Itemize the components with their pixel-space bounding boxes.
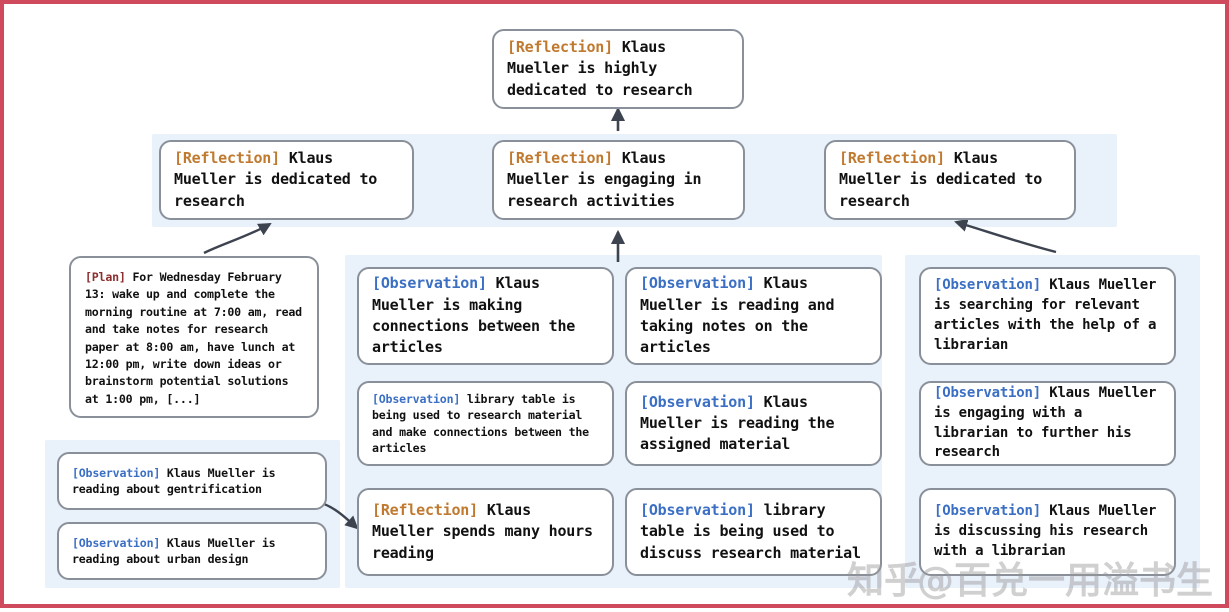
tag-observation: [Observation]	[934, 503, 1041, 520]
tag-reflection: [Reflection]	[372, 501, 478, 520]
node-text: Klaus Mueller is discussing his research…	[934, 503, 1157, 559]
watermark-handle: @百兑一用溢书生	[917, 559, 1213, 602]
node-column-a-2[interactable]: [Observation] library table is being use…	[357, 381, 614, 466]
node-top-reflection[interactable]: [Reflection] Klaus Mueller is highly ded…	[492, 29, 744, 109]
node-text: Klaus Mueller is searching for relevant …	[934, 277, 1157, 353]
node-text: Klaus Mueller is engaging with a librari…	[934, 384, 1157, 461]
tag-observation: [Observation]	[72, 535, 161, 550]
node-text: Klaus Mueller is dedicated to research	[839, 149, 1043, 210]
node-column-c-3[interactable]: [Observation] Klaus Mueller is discussin…	[919, 488, 1176, 576]
node-left-observation-1[interactable]: [Observation] Klaus Mueller is reading a…	[57, 452, 327, 510]
node-text: Klaus Mueller is engaging in research ac…	[507, 149, 702, 210]
node-column-c-2[interactable]: [Observation] Klaus Mueller is engaging …	[919, 381, 1176, 466]
node-text: For Wednesday February 13: wake up and c…	[85, 270, 302, 406]
node-column-a-1[interactable]: [Observation] Klaus Mueller is making co…	[357, 267, 614, 365]
tag-observation: [Observation]	[372, 274, 487, 293]
node-plan[interactable]: [Plan] For Wednesday February 13: wake u…	[69, 256, 319, 418]
node-text: Klaus Mueller is reading and taking note…	[640, 274, 835, 357]
tag-observation: [Observation]	[934, 277, 1041, 294]
tag-reflection: [Reflection]	[174, 149, 280, 168]
node-text: Klaus Mueller spends many hours reading	[372, 501, 593, 562]
arrow-plan-to-reflection-left	[203, 222, 272, 255]
node-text: Klaus Mueller is highly dedicated to res…	[507, 38, 693, 99]
node-text: library table is being used to research …	[372, 391, 589, 455]
node-reflection-left[interactable]: [Reflection] Klaus Mueller is dedicated …	[159, 140, 414, 220]
node-column-b-3[interactable]: [Observation] library table is being use…	[625, 488, 882, 576]
node-column-c-1[interactable]: [Observation] Klaus Mueller is searching…	[919, 267, 1176, 365]
node-text: Klaus Mueller is dedicated to research	[174, 149, 378, 210]
node-text: Klaus Mueller is reading about urban des…	[72, 535, 276, 566]
tag-reflection: [Reflection]	[507, 38, 613, 57]
tag-reflection: [Reflection]	[507, 149, 613, 168]
node-left-observation-2[interactable]: [Observation] Klaus Mueller is reading a…	[57, 522, 327, 580]
node-reflection-right[interactable]: [Reflection] Klaus Mueller is dedicated …	[824, 140, 1076, 220]
tag-observation: [Observation]	[640, 274, 755, 293]
node-text: Klaus Mueller is making connections betw…	[372, 274, 576, 357]
node-column-b-1[interactable]: [Observation] Klaus Mueller is reading a…	[625, 267, 882, 365]
tag-observation: [Observation]	[640, 392, 755, 411]
node-column-b-2[interactable]: [Observation] Klaus Mueller is reading t…	[625, 381, 882, 466]
tag-plan: [Plan]	[85, 270, 126, 284]
tag-observation: [Observation]	[934, 384, 1041, 401]
watermark-site: 知乎	[847, 559, 921, 602]
tag-observation: [Observation]	[372, 391, 461, 406]
node-column-a-3[interactable]: [Reflection] Klaus Mueller spends many h…	[357, 488, 614, 576]
node-text: Klaus Mueller is reading the assigned ma…	[640, 392, 835, 454]
tag-reflection: [Reflection]	[839, 149, 945, 168]
tag-observation: [Observation]	[72, 465, 161, 480]
node-reflection-middle[interactable]: [Reflection] Klaus Mueller is engaging i…	[492, 140, 745, 220]
node-text: Klaus Mueller is reading about gentrific…	[72, 465, 276, 496]
tag-observation: [Observation]	[640, 501, 755, 520]
node-text: library table is being used to discuss r…	[640, 501, 861, 562]
